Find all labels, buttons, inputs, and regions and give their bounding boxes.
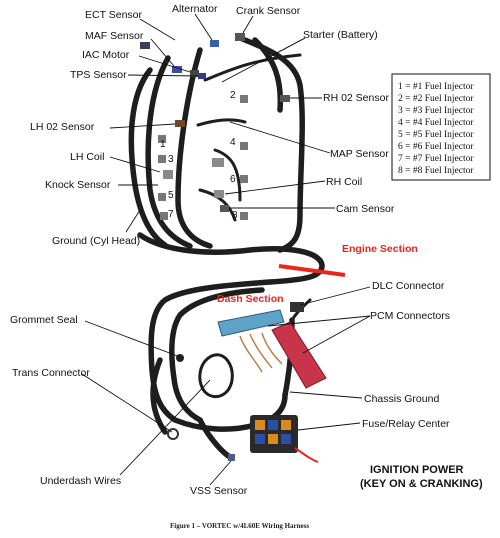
legend-entry: 2 = #2 Fuel Injector <box>398 94 474 104</box>
label-knock-sensor: Knock Sensor <box>45 179 111 191</box>
label-cam-sensor: Cam Sensor <box>336 203 395 215</box>
label-starter: Starter (Battery) <box>303 29 378 41</box>
label-trans-connector: Trans Connector <box>12 367 90 379</box>
component-labels: ECT Sensor Alternator Crank Sensor MAF S… <box>10 3 483 497</box>
label-maf-sensor: MAF Sensor <box>85 30 144 42</box>
injector-6-connector <box>240 175 248 183</box>
rh-o2-connector <box>280 95 290 102</box>
label-iac-motor: IAC Motor <box>82 49 130 61</box>
label-ignition-power: IGNITION POWER <box>370 464 464 476</box>
label-tps-sensor: TPS Sensor <box>70 69 127 81</box>
label-engine-section: Engine Section <box>342 243 418 255</box>
legend-entry: 6 = #6 Fuel Injector <box>398 142 474 152</box>
alternator-connector <box>210 40 219 47</box>
injector-number-labels: 1 2 3 4 5 6 7 8 <box>160 90 238 221</box>
injector-number: 7 <box>168 209 174 220</box>
injector-number: 4 <box>230 137 236 148</box>
label-ground-cyl-head: Ground (Cyl Head) <box>52 235 140 247</box>
label-crank-sensor: Crank Sensor <box>236 5 301 17</box>
label-lh-coil: LH Coil <box>70 151 104 163</box>
injector-number: 5 <box>168 190 174 201</box>
legend-entry: 5 = #5 Fuel Injector <box>398 130 474 140</box>
lh-coil-connector <box>163 170 173 179</box>
legend-entry: 8 = #8 Fuel Injector <box>398 166 474 176</box>
legend-entry: 1 = #1 Fuel Injector <box>398 82 474 92</box>
label-dlc-connector: DLC Connector <box>372 280 445 292</box>
fuse-relay-center-shape <box>250 415 319 463</box>
harness-wires <box>128 35 325 461</box>
label-underdash-wires: Underdash Wires <box>40 475 121 487</box>
label-map-sensor: MAP Sensor <box>330 148 389 160</box>
leader-lines <box>81 13 371 486</box>
figure-caption: Figure 1 – VORTEC w/4L60E Wiring Harness <box>170 522 309 530</box>
maf-connector <box>172 66 182 73</box>
label-fuse-relay-center: Fuse/Relay Center <box>362 418 450 430</box>
injector-number: 3 <box>168 154 174 165</box>
label-ect-sensor: ECT Sensor <box>85 9 142 21</box>
cam-connector <box>220 205 229 212</box>
injector-1-connector <box>158 135 166 143</box>
injector-4-connector <box>240 142 248 150</box>
ect-connector <box>140 42 150 49</box>
label-vss-sensor: VSS Sensor <box>190 485 248 497</box>
injector-7-connector <box>160 212 168 220</box>
label-rh-o2-sensor: RH 02 Sensor <box>323 92 389 104</box>
label-rh-coil: RH Coil <box>326 176 362 188</box>
trans-connector-shape <box>167 428 179 440</box>
injector-number: 1 <box>160 139 166 150</box>
legend-entry: 4 = #4 Fuel Injector <box>398 118 474 128</box>
label-dash-section: Dash Section <box>217 293 284 305</box>
grommet-shape <box>176 354 184 362</box>
legend-entry: 3 = #3 Fuel Injector <box>398 106 474 116</box>
lh-o2-connector <box>175 120 185 127</box>
section-divider <box>278 264 346 277</box>
injector-8-connector <box>240 212 248 220</box>
label-pcm-connectors: PCM Connectors <box>370 310 450 322</box>
label-lh-o2-sensor: LH 02 Sensor <box>30 121 95 133</box>
map-connector <box>212 158 224 167</box>
crank-connector <box>235 33 245 41</box>
label-chassis-ground: Chassis Ground <box>364 393 439 405</box>
injector-number: 6 <box>230 174 236 185</box>
label-grommet-seal: Grommet Seal <box>10 314 78 326</box>
dlc-connector-shape <box>290 302 304 312</box>
iac-connector <box>190 70 199 77</box>
label-alternator: Alternator <box>172 3 218 15</box>
connectors <box>140 33 304 461</box>
injector-5-connector <box>158 193 166 201</box>
injector-number: 2 <box>230 90 236 101</box>
label-ignition-power-sub: (KEY ON & CRANKING) <box>360 478 483 490</box>
injector-3-connector <box>158 155 166 163</box>
legend-entry: 7 = #7 Fuel Injector <box>398 154 474 164</box>
injector-number: 8 <box>232 210 238 221</box>
injector-2-connector <box>240 95 248 103</box>
vss-connector-shape <box>228 454 235 461</box>
tps-connector <box>198 73 206 79</box>
rh-coil-connector <box>214 190 224 198</box>
injector-legend: 1 = #1 Fuel Injector 2 = #2 Fuel Injecto… <box>391 73 491 181</box>
